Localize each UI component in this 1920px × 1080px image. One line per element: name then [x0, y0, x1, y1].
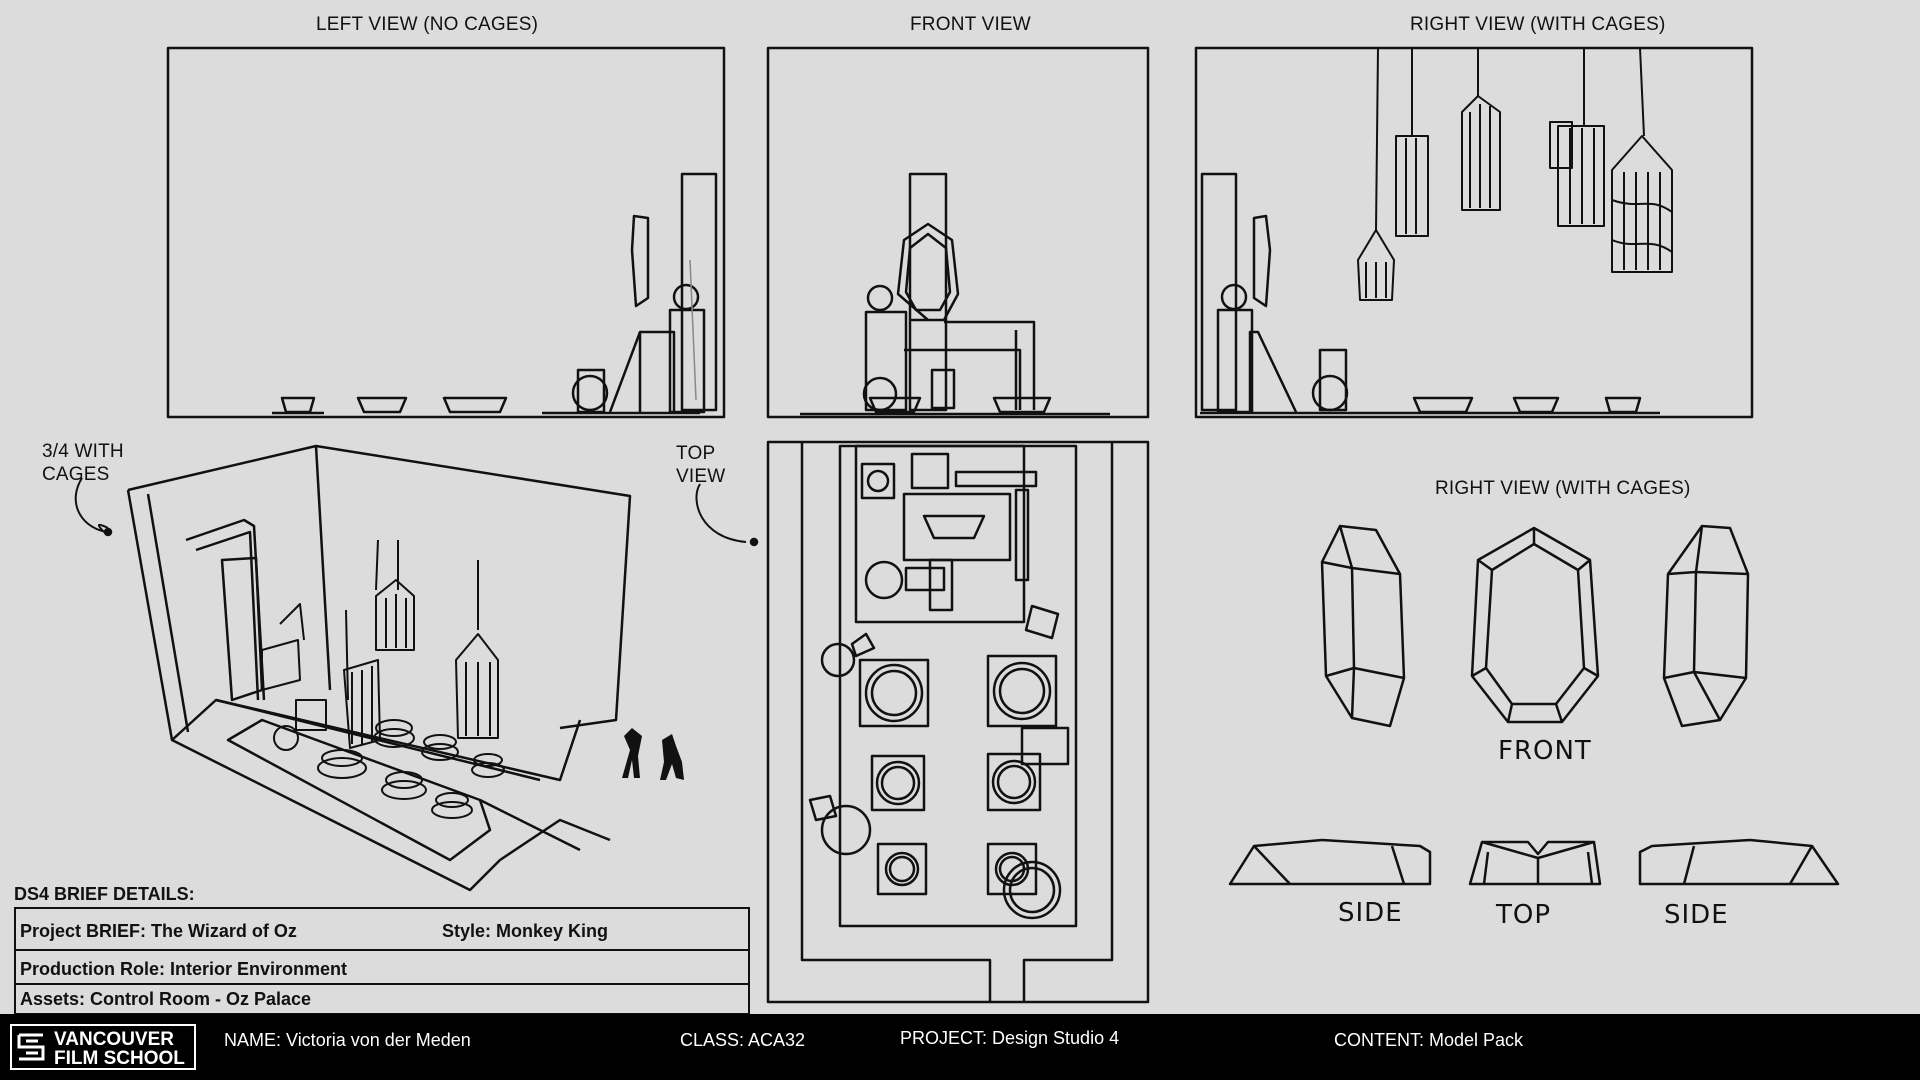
brief-row-project: Project BRIEF: The Wizard of Oz Style: M…: [16, 909, 748, 951]
brief-assets: Assets: Control Room - Oz Palace: [20, 989, 312, 1009]
brief-role: Production Role: Interior Environment: [20, 959, 348, 979]
sketch-drawings: [74, 46, 1840, 1004]
brief-row-role: Production Role: Interior Environment: [16, 951, 748, 985]
front-view-drawing: [766, 46, 1150, 419]
gem-front-label: FRONT: [1498, 736, 1592, 766]
logo-line2: FILM SCHOOL: [54, 1048, 185, 1069]
brief-table: Project BRIEF: The Wizard of Oz Style: M…: [14, 907, 750, 1015]
front-view-title: FRONT VIEW: [910, 14, 1031, 35]
left-view-drawing: [166, 46, 726, 419]
brief-row-assets: Assets: Control Room - Oz Palace: [16, 985, 748, 1015]
gem-side-right-label: SIDE: [1664, 900, 1729, 930]
right-view-title: RIGHT VIEW (WITH CAGES): [1410, 14, 1666, 35]
footer-class: CLASS: ACA32: [680, 1030, 806, 1050]
vfs-logo: VANCOUVER FILM SCHOOL: [10, 1024, 196, 1070]
gem-views-title: RIGHT VIEW (WITH CAGES): [1435, 478, 1691, 499]
gem-drawings: [1228, 524, 1840, 886]
logo-line1: VANCOUVER: [54, 1029, 174, 1050]
gem-top-label: TOP: [1496, 900, 1552, 930]
footer-name: NAME: Victoria von der Meden: [224, 1030, 471, 1050]
brief-title: DS4 BRIEF DETAILS:: [14, 884, 195, 904]
footer-project: PROJECT: Design Studio 4: [900, 1028, 1120, 1048]
footer-content: CONTENT: Model Pack: [1334, 1030, 1524, 1050]
vfs-logo-icon: [17, 1033, 45, 1061]
right-view-drawing: [1194, 46, 1754, 419]
gem-side-left-label: SIDE: [1338, 898, 1403, 928]
brief-style: Style: Monkey King: [442, 921, 609, 941]
three-quarter-drawing: [74, 444, 684, 892]
three-quarter-title: 3/4 WITH CAGES: [42, 441, 124, 485]
footer-bar: VANCOUVER FILM SCHOOL NAME: Victoria von…: [0, 1014, 1920, 1080]
brief-project: Project BRIEF: The Wizard of Oz: [20, 921, 297, 941]
top-view-title: TOP VIEW: [676, 443, 726, 487]
top-view-drawing: [695, 440, 1150, 1004]
left-view-title: LEFT VIEW (NO CAGES): [316, 14, 539, 35]
